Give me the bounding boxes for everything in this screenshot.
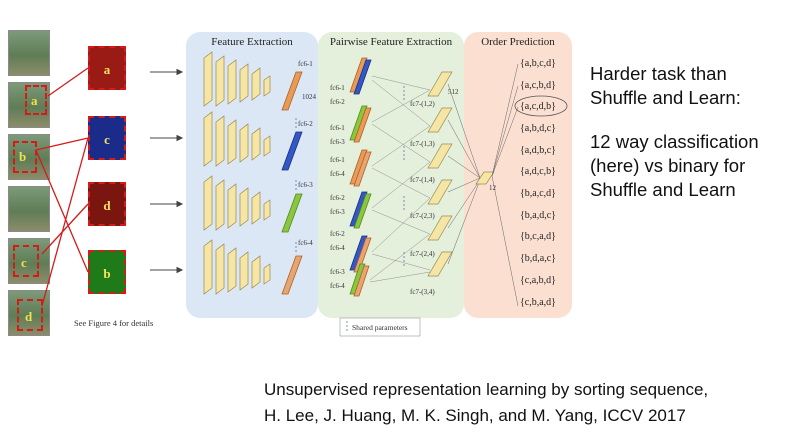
pair-fc6-label: fc6-1 bbox=[330, 156, 345, 164]
panel-title: Pairwise Feature Extraction bbox=[329, 36, 453, 48]
fc8-dim: 12 bbox=[489, 184, 496, 192]
shared-parameters-label: Shared parameters bbox=[352, 323, 408, 332]
video-frame: c bbox=[8, 238, 50, 284]
frame-letter: c bbox=[21, 255, 27, 270]
patch-label: a bbox=[103, 62, 111, 77]
fc6-label: fc6-4 bbox=[298, 239, 313, 247]
fc7-label: fc7-(2,4) bbox=[410, 250, 435, 258]
order-item: {b,a,c,d} bbox=[520, 188, 556, 199]
fc7-label: fc7-(1,4) bbox=[410, 176, 435, 184]
patch-d: d bbox=[88, 182, 126, 226]
patch-a: a bbox=[88, 46, 126, 90]
side-note-line: Shuffle and Learn: bbox=[590, 87, 741, 108]
pair-fc6-label: fc6-4 bbox=[330, 244, 345, 252]
pair-fc6-label: fc6-4 bbox=[330, 170, 345, 178]
order-item: {b,a,d,c} bbox=[520, 210, 556, 221]
pair-fc6-label: fc6-2 bbox=[330, 230, 345, 238]
side-note-line: Shuffle and Learn bbox=[590, 179, 736, 200]
pair-fc6-label: fc6-3 bbox=[330, 138, 345, 146]
pair-fc6-label: fc6-1 bbox=[330, 84, 345, 92]
fc7-label: fc7-(2,3) bbox=[410, 212, 435, 220]
pair-fc6-label: fc6-4 bbox=[330, 282, 345, 290]
citation-line: H. Lee, J. Huang, M. K. Singh, and M. Ya… bbox=[264, 406, 686, 425]
side-note-line: (here) vs binary for bbox=[590, 155, 746, 176]
see-figure-note: See Figure 4 for details bbox=[74, 318, 154, 328]
video-frame bbox=[8, 30, 50, 76]
patch-label: d bbox=[103, 198, 111, 213]
panel-title: Feature Extraction bbox=[211, 36, 293, 48]
fc7-label: fc7-(1,2) bbox=[410, 100, 435, 108]
fc6-dim: 1024 bbox=[302, 93, 316, 101]
patch-b: b bbox=[88, 250, 126, 294]
pair-fc6-label: fc6-3 bbox=[330, 208, 345, 216]
fc7-dim: 512 bbox=[448, 88, 459, 96]
pair-fc6-label: fc6-2 bbox=[330, 194, 345, 202]
side-note-line: Harder task than bbox=[590, 63, 727, 84]
order-item: {a,c,b,d} bbox=[520, 80, 556, 91]
input-frames: a b c d bbox=[8, 30, 58, 336]
order-item: {b,c,a,d} bbox=[520, 231, 556, 242]
panel-title: Order Prediction bbox=[481, 36, 555, 48]
order-item: {a,b,c,d} bbox=[520, 58, 556, 69]
order-item: {c,b,a,d} bbox=[520, 297, 556, 308]
order-item: {a,b,d,c} bbox=[520, 123, 556, 134]
fc6-label: fc6-2 bbox=[298, 120, 313, 128]
side-note: Harder task than Shuffle and Learn: 12 w… bbox=[590, 62, 759, 202]
fc7-label: fc7-(3,4) bbox=[410, 288, 435, 296]
patch-label: c bbox=[104, 132, 110, 147]
video-frame: b bbox=[8, 134, 50, 180]
patch-label: b bbox=[103, 266, 111, 281]
frame-letter: d bbox=[25, 309, 33, 324]
order-item: {b,d,a,c} bbox=[520, 253, 556, 264]
order-item: {c,a,b,d} bbox=[520, 275, 556, 286]
patch-c: c bbox=[88, 116, 126, 160]
side-note-line: 12 way classification bbox=[590, 131, 759, 152]
citation-line: Unsupervised representation learning by … bbox=[264, 380, 709, 399]
pair-fc6-label: fc6-3 bbox=[330, 268, 345, 276]
video-frame bbox=[8, 186, 50, 232]
video-frame: d bbox=[8, 290, 50, 336]
order-item: {a,d,c,b} bbox=[520, 166, 556, 177]
frame-letter: b bbox=[19, 149, 27, 164]
video-frame: a bbox=[8, 82, 50, 128]
order-item: {a,d,b,c} bbox=[520, 145, 556, 156]
frame-letter: a bbox=[31, 93, 38, 108]
fc7-label: fc7-(1,3) bbox=[410, 140, 435, 148]
fc6-label: fc6-1 bbox=[298, 60, 313, 68]
pair-fc6-label: fc6-1 bbox=[330, 124, 345, 132]
pair-fc6-label: fc6-2 bbox=[330, 98, 345, 106]
fc6-label: fc6-3 bbox=[298, 181, 313, 189]
order-item: {a,c,d,b} bbox=[520, 101, 556, 112]
